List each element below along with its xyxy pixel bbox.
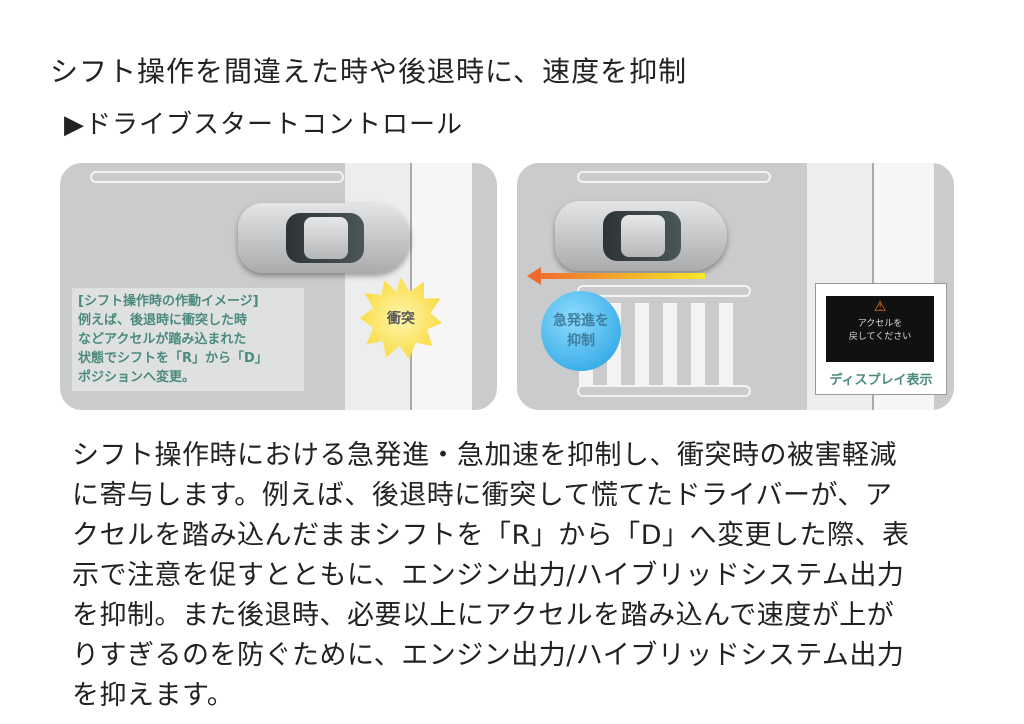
crosswalk-stripe bbox=[691, 303, 705, 387]
display-line: 戻してください bbox=[848, 332, 912, 342]
display-label: ディスプレイ表示 bbox=[829, 373, 933, 388]
bubble-line: 抑制 bbox=[567, 333, 595, 349]
motion-arrow bbox=[535, 273, 705, 279]
description-text: シフト操作時における急発進・急加速を抑制し、衝突時の被害軽減 に寄与します。例え… bbox=[72, 436, 972, 716]
note-line: などアクセルが踏み込まれた bbox=[78, 332, 247, 347]
bubble-line: 急発進を bbox=[553, 313, 609, 329]
body-line: りすぎるのを防ぐために、エンジン出力/ハイブリッドシステム出力 bbox=[72, 640, 905, 671]
crosswalk-stripe bbox=[635, 303, 649, 387]
body-line: を抑制。また後退時、必要以上にアクセルを踏み込んで速度が上が bbox=[72, 600, 895, 631]
parking-line bbox=[577, 285, 751, 297]
body-line: クセルを踏み込んだままシフトを「R」から「D」へ変更した際、表 bbox=[72, 520, 910, 551]
parking-line bbox=[90, 171, 344, 183]
note-line: [シフト操作時の作動イメージ] bbox=[78, 294, 259, 309]
car-icon bbox=[555, 201, 727, 271]
note-line: 例えば、後退時に衝突した時 bbox=[78, 313, 248, 328]
car-icon bbox=[238, 203, 410, 273]
page-title: シフト操作を間違えた時や後退時に、速度を抑制 bbox=[50, 55, 688, 88]
shift-collision-illustration: [シフト操作時の作動イメージ] 例えば、後退時に衝突した時 などアクセルが踏み込… bbox=[60, 163, 497, 410]
sudden-start-suppression-illustration: 急発進を 抑制 ⚠ アクセルを 戻してください ディスプレイ表示 bbox=[517, 163, 954, 410]
crosswalk-stripe bbox=[663, 303, 677, 387]
arrow-head-icon bbox=[527, 267, 541, 285]
section-subtitle: ▶ドライブスタートコントロール bbox=[64, 110, 463, 140]
body-line: 示で注意を促すとともに、エンジン出力/ハイブリッドシステム出力 bbox=[72, 560, 905, 591]
crosswalk-stripe bbox=[719, 303, 733, 387]
operation-note: [シフト操作時の作動イメージ] 例えば、後退時に衝突した時 などアクセルが踏み込… bbox=[72, 288, 304, 391]
note-line: 状態でシフトを「R」から「D」 bbox=[78, 351, 268, 366]
display-callout: ⚠ アクセルを 戻してください ディスプレイ表示 bbox=[815, 283, 947, 395]
collision-label: 衝突 bbox=[387, 311, 415, 327]
note-line: ポジションへ変更。 bbox=[78, 370, 196, 385]
body-line: シフト操作時における急発進・急加速を抑制し、衝突時の被害軽減 bbox=[72, 440, 897, 471]
display-screen: ⚠ アクセルを 戻してください bbox=[826, 296, 934, 362]
accelerator-warning-icon: ⚠ bbox=[873, 299, 887, 315]
parking-line bbox=[577, 171, 771, 183]
suppression-bubble: 急発進を 抑制 bbox=[541, 291, 621, 371]
body-line: を抑えます。 bbox=[72, 680, 235, 711]
body-line: に寄与します。例えば、後退時に衝突して慌てたドライバーが、ア bbox=[72, 480, 893, 511]
display-line: アクセルを bbox=[857, 319, 903, 329]
